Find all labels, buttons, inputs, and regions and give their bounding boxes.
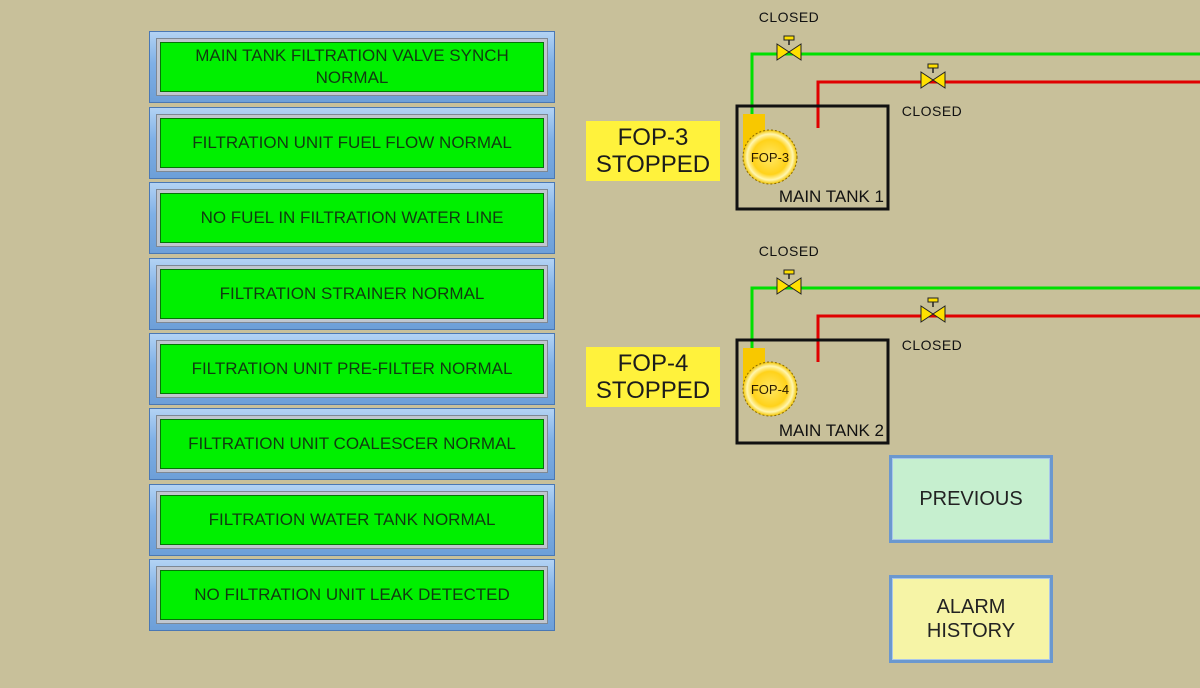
pump-icon[interactable]: FOP-4	[742, 348, 798, 417]
valve-icon[interactable]	[776, 35, 802, 61]
status-item-water-line: NO FUEL IN FILTRATION WATER LINE	[149, 182, 555, 254]
status-item-pre-filter: FILTRATION UNIT PRE-FILTER NORMAL	[149, 333, 555, 405]
tank-name: MAIN TANK 2	[779, 421, 884, 440]
status-text: FILTRATION WATER TANK NORMAL	[160, 495, 544, 545]
status-item-leak: NO FILTRATION UNIT LEAK DETECTED	[149, 559, 555, 631]
status-text: FILTRATION UNIT COALESCER NORMAL	[160, 419, 544, 469]
previous-button[interactable]: PREVIOUS	[889, 455, 1053, 543]
pump-status-fop3: FOP-3 STOPPED	[586, 121, 720, 181]
red-line-1	[816, 80, 1200, 128]
status-item-fuel-flow: FILTRATION UNIT FUEL FLOW NORMAL	[149, 107, 555, 179]
valve-icon[interactable]	[776, 269, 802, 295]
pump-icon[interactable]: FOP-3	[742, 114, 798, 185]
valve-state-label: CLOSED	[759, 9, 820, 25]
status-item-coalescer: FILTRATION UNIT COALESCER NORMAL	[149, 408, 555, 480]
green-line-1	[750, 52, 1200, 120]
status-item-valve-synch: MAIN TANK FILTRATION VALVE SYNCH NORMAL	[149, 31, 555, 103]
tank-outline-2	[735, 338, 890, 445]
pump-id: FOP-4	[751, 382, 789, 397]
red-line-2	[816, 314, 1200, 362]
alarm-history-button[interactable]: ALARM HISTORY	[889, 575, 1053, 663]
status-item-strainer: FILTRATION STRAINER NORMAL	[149, 258, 555, 330]
status-item-water-tank: FILTRATION WATER TANK NORMAL	[149, 484, 555, 556]
tank-outline-1	[735, 104, 890, 211]
valve-icon[interactable]	[920, 63, 946, 89]
valve-state-label: CLOSED	[902, 337, 963, 353]
unit-2: FOP-4 MAIN TANK 2 CLOSED CLOSED	[735, 243, 1200, 445]
status-text: FILTRATION UNIT PRE-FILTER NORMAL	[160, 344, 544, 394]
valve-state-label: CLOSED	[902, 103, 963, 119]
green-line-2	[750, 286, 1200, 354]
status-text: NO FUEL IN FILTRATION WATER LINE	[160, 193, 544, 243]
status-text: NO FILTRATION UNIT LEAK DETECTED	[160, 570, 544, 620]
valve-icon[interactable]	[920, 297, 946, 323]
status-text: FILTRATION UNIT FUEL FLOW NORMAL	[160, 118, 544, 168]
pump-status-fop4: FOP-4 STOPPED	[586, 347, 720, 407]
status-text: MAIN TANK FILTRATION VALVE SYNCH NORMAL	[160, 42, 544, 92]
unit-1: FOP-3 MAIN TANK 1 CLOSED CLOSED	[735, 9, 1200, 211]
tank-name: MAIN TANK 1	[779, 187, 884, 206]
status-text: FILTRATION STRAINER NORMAL	[160, 269, 544, 319]
valve-state-label: CLOSED	[759, 243, 820, 259]
pump-id: FOP-3	[751, 150, 789, 165]
